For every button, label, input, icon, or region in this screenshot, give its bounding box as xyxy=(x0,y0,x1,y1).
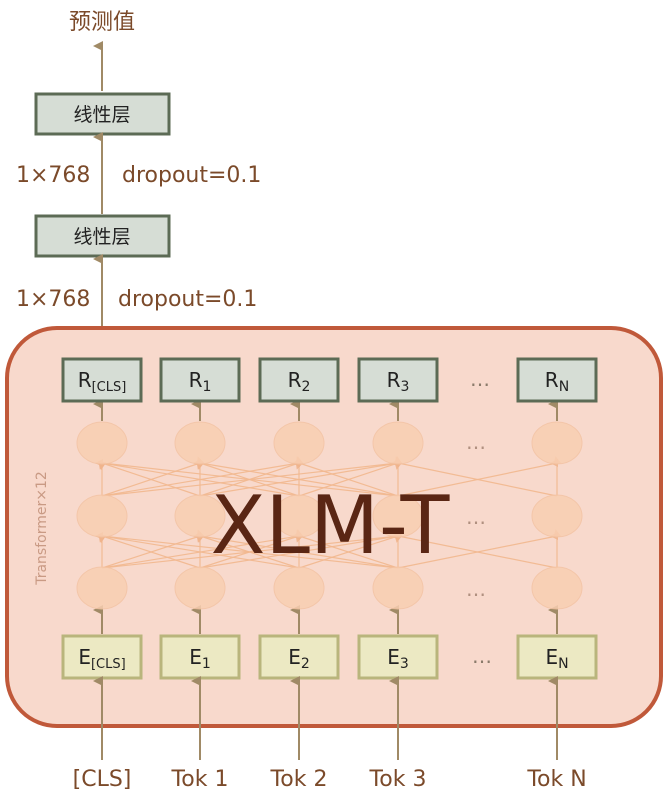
transformer-node xyxy=(372,566,424,610)
transformer-node xyxy=(76,566,128,610)
transformer-edge xyxy=(98,461,399,497)
output-token-box: R3 xyxy=(357,357,439,403)
output-token-box: R1 xyxy=(159,357,241,403)
transformer-node xyxy=(76,494,128,538)
output-token-label: R2 xyxy=(288,368,311,395)
input-token-label: Tok N xyxy=(526,767,586,792)
transformer-node xyxy=(76,421,128,465)
embedding-label: E3 xyxy=(387,645,409,672)
encoder-depth-label: Transformer×12 xyxy=(34,471,50,586)
output-token-box: R2 xyxy=(258,357,340,403)
embedding-box: E3 xyxy=(357,634,439,680)
transformer-node xyxy=(273,566,325,610)
transformer-connections xyxy=(93,399,562,634)
embedding-label: E2 xyxy=(288,645,310,672)
linear-layer-upper-label: 线性层 xyxy=(73,104,130,126)
ellipsis-output-row: … xyxy=(470,367,490,391)
transformer-edge xyxy=(196,461,399,497)
input-token-row: [CLS] Tok 1 Tok 2 Tok 3 Tok N xyxy=(73,676,587,792)
transformer-node xyxy=(372,494,424,538)
embedding-box: EN xyxy=(516,634,598,680)
output-token-row: R[CLS] R1 R2 R3 RN xyxy=(61,357,598,403)
embedding-label: EN xyxy=(545,645,568,672)
transformer-edge xyxy=(394,534,558,569)
lower-dim-label: 1×768 xyxy=(16,287,90,312)
output-token-box: RN xyxy=(516,357,598,403)
transformer-edge xyxy=(98,461,300,497)
transformer-edge xyxy=(98,533,201,569)
embedding-box: E2 xyxy=(258,634,340,680)
input-token-label: Tok 2 xyxy=(270,767,328,792)
transformer-edge xyxy=(394,461,558,497)
linear-layer-upper: 线性层 xyxy=(34,92,171,136)
linear-layer-lower-label: 线性层 xyxy=(73,226,130,248)
upper-dropout-label: dropout=0.1 xyxy=(122,163,261,188)
output-token-box: R[CLS] xyxy=(61,357,143,403)
transformer-edge xyxy=(98,460,201,497)
linear-layer-lower: 线性层 xyxy=(34,214,171,258)
transformer-node xyxy=(174,421,226,465)
transformer-node xyxy=(273,421,325,465)
ellipsis-node-row-1: … xyxy=(466,577,486,601)
embedding-label: E[CLS] xyxy=(78,645,125,672)
transformer-edge xyxy=(98,534,399,569)
transformer-node xyxy=(273,494,325,538)
lower-dropout-label: dropout=0.1 xyxy=(118,287,257,312)
embedding-box: E[CLS] xyxy=(61,634,143,680)
output-token-label: R1 xyxy=(189,368,212,395)
embedding-label: E1 xyxy=(189,645,211,672)
input-token-label: Tok 1 xyxy=(171,767,229,792)
output-label: 预测值 xyxy=(69,10,135,35)
transformer-edge xyxy=(295,460,399,497)
transformer-edge xyxy=(196,534,399,569)
output-token-label: R[CLS] xyxy=(78,368,127,395)
embedding-box: E1 xyxy=(159,634,241,680)
ellipsis-node-row-2: … xyxy=(466,505,486,529)
embedding-row: E[CLS] E1 E2 E3 EN xyxy=(61,634,598,680)
transformer-edge xyxy=(295,533,399,569)
input-token-label: Tok 3 xyxy=(369,767,427,792)
transformer-node xyxy=(531,494,583,538)
output-token-label: RN xyxy=(545,368,569,395)
transformer-node xyxy=(531,566,583,610)
transformer-edge xyxy=(98,534,300,569)
ellipsis-embed-row: … xyxy=(472,644,492,668)
transformer-node xyxy=(174,566,226,610)
model-name: XLM-T xyxy=(211,479,451,572)
output-token-label: R3 xyxy=(387,368,410,395)
transformer-node xyxy=(174,494,226,538)
ellipsis-node-row-3: … xyxy=(466,430,486,454)
transformer-nodes xyxy=(76,421,583,610)
transformer-node xyxy=(372,421,424,465)
upper-dim-label: 1×768 xyxy=(16,163,90,188)
transformer-node xyxy=(531,421,583,465)
encoder-container xyxy=(5,326,663,728)
input-token-label: [CLS] xyxy=(73,767,132,792)
